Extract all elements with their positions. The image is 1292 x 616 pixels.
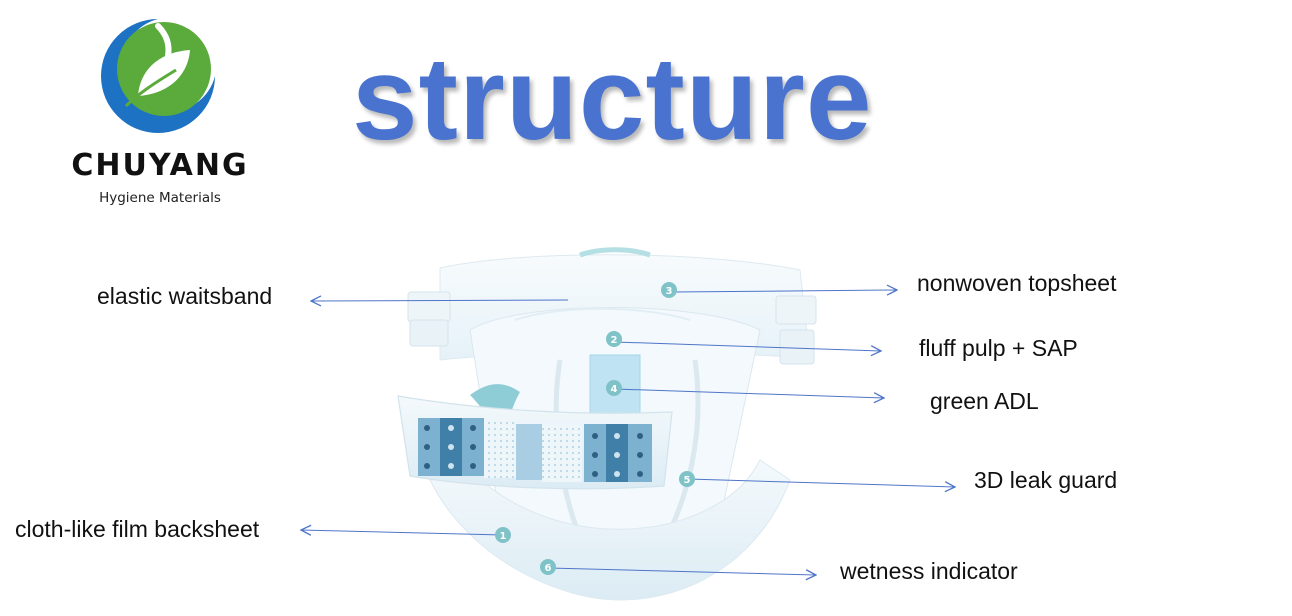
label-wetness-indicator: wetness indicator [840, 558, 1018, 584]
arrow-adl [614, 388, 884, 398]
arrow-leakguard [687, 478, 955, 487]
brand-name: CHUYANG [71, 148, 249, 183]
page-title: structure [352, 33, 873, 165]
svg-text:6: 6 [545, 563, 552, 574]
brand-tagline: Hygiene Materials [99, 190, 221, 206]
label-3d-leak-guard: 3D leak guard [974, 467, 1118, 493]
arrow-topsheet [671, 290, 897, 292]
label-cloth-like-film-backsheet: cloth-like film backsheet [15, 516, 260, 542]
label-green-adl: green ADL [930, 388, 1039, 414]
marker-fluff: 2 [606, 331, 622, 347]
svg-text:2: 2 [611, 335, 618, 346]
arrow-fluff [614, 341, 881, 351]
svg-text:1: 1 [500, 531, 507, 542]
svg-text:5: 5 [684, 475, 691, 486]
diaper-illustration [397, 247, 817, 601]
marker-leakguard: 5 [679, 471, 695, 487]
marker-topsheet: 3 [661, 282, 677, 298]
leaf-ring-logo-icon [101, 19, 215, 133]
marker-adl: 4 [606, 380, 622, 396]
svg-text:4: 4 [611, 384, 618, 395]
label-nonwoven-topsheet: nonwoven topsheet [917, 270, 1117, 296]
arrow-wetness [548, 567, 816, 575]
marker-backsheet: 1 [495, 527, 511, 543]
arrow-backsheet [301, 530, 504, 535]
svg-text:3: 3 [666, 286, 673, 297]
label-fluff-pulp-sap: fluff pulp + SAP [919, 335, 1078, 361]
company-logo: CHUYANG Hygiene Materials [60, 10, 260, 215]
label-elastic-waistband: elastic waitsband [97, 283, 273, 309]
arrow-waistband [311, 300, 569, 301]
marker-wetness: 6 [540, 559, 556, 575]
